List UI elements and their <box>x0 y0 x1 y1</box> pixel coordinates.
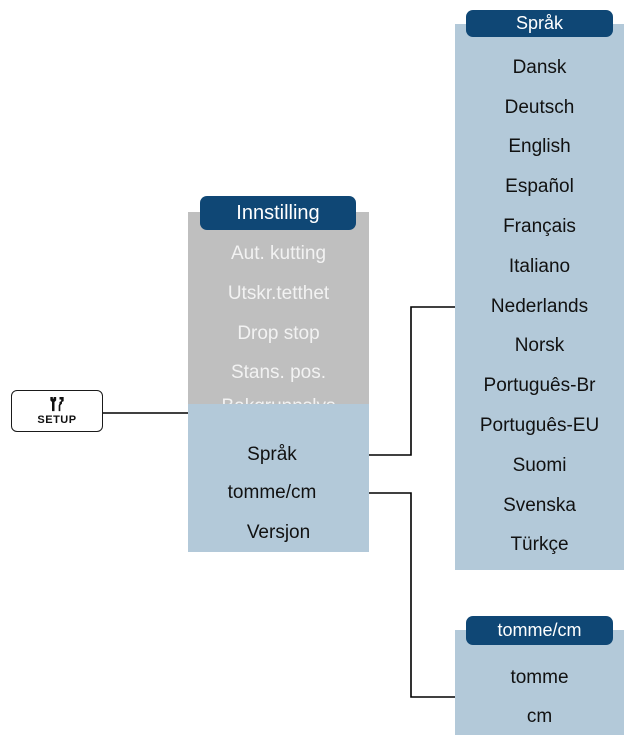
language-menu: Språk Dansk Deutsch English Español Fran… <box>455 10 624 570</box>
menu-item-language[interactable]: Språk <box>247 444 297 465</box>
settings-menu-title: Innstilling <box>200 196 356 230</box>
settings-inactive-items: Aut. kutting Utskr.tetthet Drop stop Sta… <box>188 212 369 417</box>
language-list: Dansk Deutsch English Español Français I… <box>455 24 624 570</box>
menu-item-drop-stop: Drop stop <box>237 323 320 344</box>
language-item-portugues-eu[interactable]: Português-EU <box>479 415 600 436</box>
language-item-dansk[interactable]: Dansk <box>512 57 567 78</box>
language-item-english[interactable]: English <box>508 136 571 157</box>
menu-item-units[interactable]: tomme/cm <box>227 482 317 503</box>
settings-active-items: Språk tomme/cm Versjon <box>188 404 369 552</box>
language-item-portugues-br[interactable]: Português-Br <box>483 375 596 396</box>
unit-menu-title: tomme/cm <box>466 616 613 645</box>
language-item-nederlands[interactable]: Nederlands <box>490 296 589 317</box>
language-item-deutsch[interactable]: Deutsch <box>504 97 575 118</box>
menu-item-stamp-position: Stans. pos. <box>230 362 327 383</box>
language-item-espanol[interactable]: Español <box>505 176 574 197</box>
menu-item-version[interactable]: Versjon <box>246 522 311 543</box>
language-connector <box>355 306 455 456</box>
wrench-screwdriver-icon <box>50 397 64 412</box>
language-item-francais[interactable]: Français <box>503 216 576 237</box>
language-item-norsk[interactable]: Norsk <box>514 335 565 356</box>
language-item-turkce[interactable]: Türkçe <box>510 534 569 555</box>
unit-list: tomme cm <box>455 630 624 735</box>
language-item-suomi[interactable]: Suomi <box>512 455 567 476</box>
setup-label: SETUP <box>37 414 77 426</box>
menu-item-print-density: Utskr.tetthet <box>227 283 330 304</box>
unit-item-tomme[interactable]: tomme <box>510 667 569 688</box>
language-item-svenska[interactable]: Svenska <box>503 495 576 516</box>
unit-menu: tomme/cm tomme cm <box>455 616 624 735</box>
unit-item-cm[interactable]: cm <box>526 706 553 727</box>
language-menu-title: Språk <box>466 10 613 37</box>
menu-item-auto-cut: Aut. kutting <box>230 243 327 264</box>
unit-connector <box>355 492 455 698</box>
language-item-italiano[interactable]: Italiano <box>508 256 571 277</box>
settings-menu: Innstilling Aut. kutting Utskr.tetthet D… <box>188 196 369 552</box>
setup-button[interactable]: SETUP <box>11 390 103 432</box>
